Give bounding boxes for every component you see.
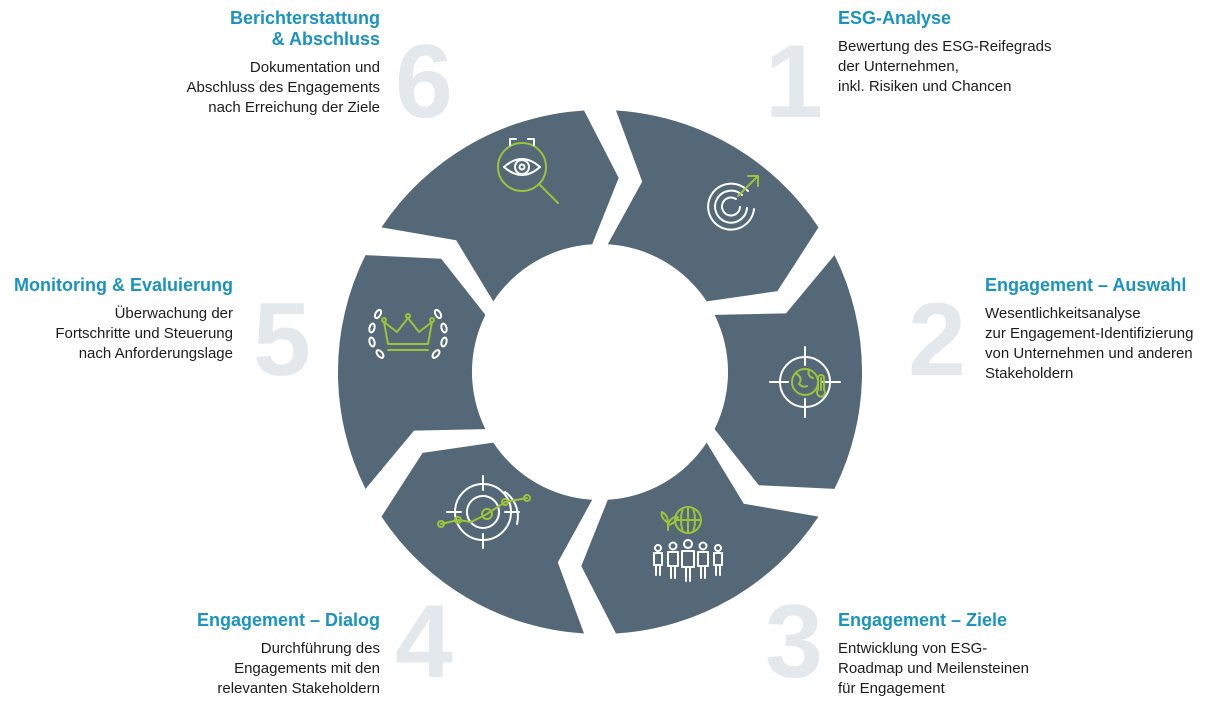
step-6: Berichterstattung & Abschluss Dokumentat…: [80, 8, 380, 118]
globe-target-icon: [769, 346, 841, 418]
step-6-title-line: Berichterstattung: [229, 8, 380, 28]
step-5-desc-line: Überwachung der: [114, 305, 233, 322]
step-1-desc-line: inkl. Risiken und Chancen: [838, 78, 1012, 95]
step-1-desc-line: der Unternehmen,: [838, 58, 959, 75]
cycle-segment-2: [714, 255, 863, 489]
step-number-3: 3: [765, 584, 823, 700]
step-5: Monitoring & Evaluierung Überwachung der…: [0, 275, 233, 364]
step-1-description: Bewertung des ESG-Reifegrads der Unterne…: [838, 37, 1168, 97]
step-2-title: Engagement – Auswahl: [985, 275, 1187, 295]
cycle-segment-4: [381, 442, 593, 634]
step-6-title: Berichterstattung & Abschluss: [80, 8, 380, 50]
target-network-icon: [437, 475, 531, 549]
step-3-desc-line: Roadmap und Meilensteinen: [838, 660, 1029, 677]
step-3-desc-line: für Engagement: [838, 680, 945, 697]
cycle-segment-3: [581, 442, 819, 634]
step-number-1: 1: [765, 24, 823, 140]
step-6-title-line: & Abschluss: [271, 29, 380, 49]
step-2-desc-line: zur Engagement-Identifizierung: [985, 325, 1194, 342]
step-6-desc-line: Dokumentation und: [249, 59, 380, 76]
step-4-desc-line: relevanten Stakeholdern: [217, 680, 380, 697]
cycle-segment-6: [381, 110, 619, 302]
people-globe-icon: [653, 506, 723, 582]
step-5-desc-line: nach Anforderungslage: [78, 345, 233, 362]
step-3-title: Engagement – Ziele: [838, 610, 1008, 630]
step-1-title: ESG-Analyse: [838, 8, 952, 28]
step-3-desc-line: Entwicklung von ESG-: [838, 640, 988, 657]
step-number-2: 2: [908, 282, 966, 398]
step-4-description: Durchführung des Engagements mit den rel…: [80, 639, 380, 699]
step-1-desc-line: Bewertung des ESG-Reifegrads: [838, 38, 1052, 55]
crown-laurel-icon: [368, 308, 448, 359]
step-number-6: 6: [395, 24, 453, 140]
step-2-desc-line: Stakeholdern: [985, 365, 1074, 382]
step-4-desc-line: Engagements mit den: [234, 660, 380, 677]
step-number-5: 5: [253, 282, 311, 398]
step-number-4: 4: [395, 584, 453, 700]
step-6-description: Dokumentation und Abschluss des Engageme…: [80, 58, 380, 118]
step-5-title: Monitoring & Evaluierung: [14, 275, 233, 295]
step-6-desc-line: nach Erreichung der Ziele: [208, 99, 380, 116]
step-1: ESG-Analyse Bewertung des ESG-Reifegrads…: [838, 8, 1168, 97]
step-4-title: Engagement – Dialog: [196, 610, 380, 630]
step-3-description: Entwicklung von ESG- Roadmap und Meilens…: [838, 639, 1168, 699]
step-2: Engagement – Auswahl Wesentlichkeitsanal…: [985, 275, 1215, 384]
step-3: Engagement – Ziele Entwicklung von ESG- …: [838, 610, 1168, 699]
step-4-desc-line: Durchführung des: [260, 640, 380, 657]
step-2-desc-line: Wesentlichkeitsanalyse: [985, 305, 1141, 322]
step-4: Engagement – Dialog Durchführung des Eng…: [80, 610, 380, 699]
step-5-desc-line: Fortschritte und Steuerung: [55, 325, 233, 342]
step-2-description: Wesentlichkeitsanalyse zur Engagement-Id…: [985, 304, 1215, 384]
growth-chart-icon: [707, 175, 759, 231]
cycle-segment-1: [607, 110, 819, 302]
step-5-description: Überwachung der Fortschritte und Steueru…: [0, 304, 233, 364]
step-2-desc-line: von Unternehmen und anderen: [985, 345, 1193, 362]
eye-magnifier-icon: [497, 138, 559, 204]
step-6-desc-line: Abschluss des Engagements: [186, 79, 380, 96]
